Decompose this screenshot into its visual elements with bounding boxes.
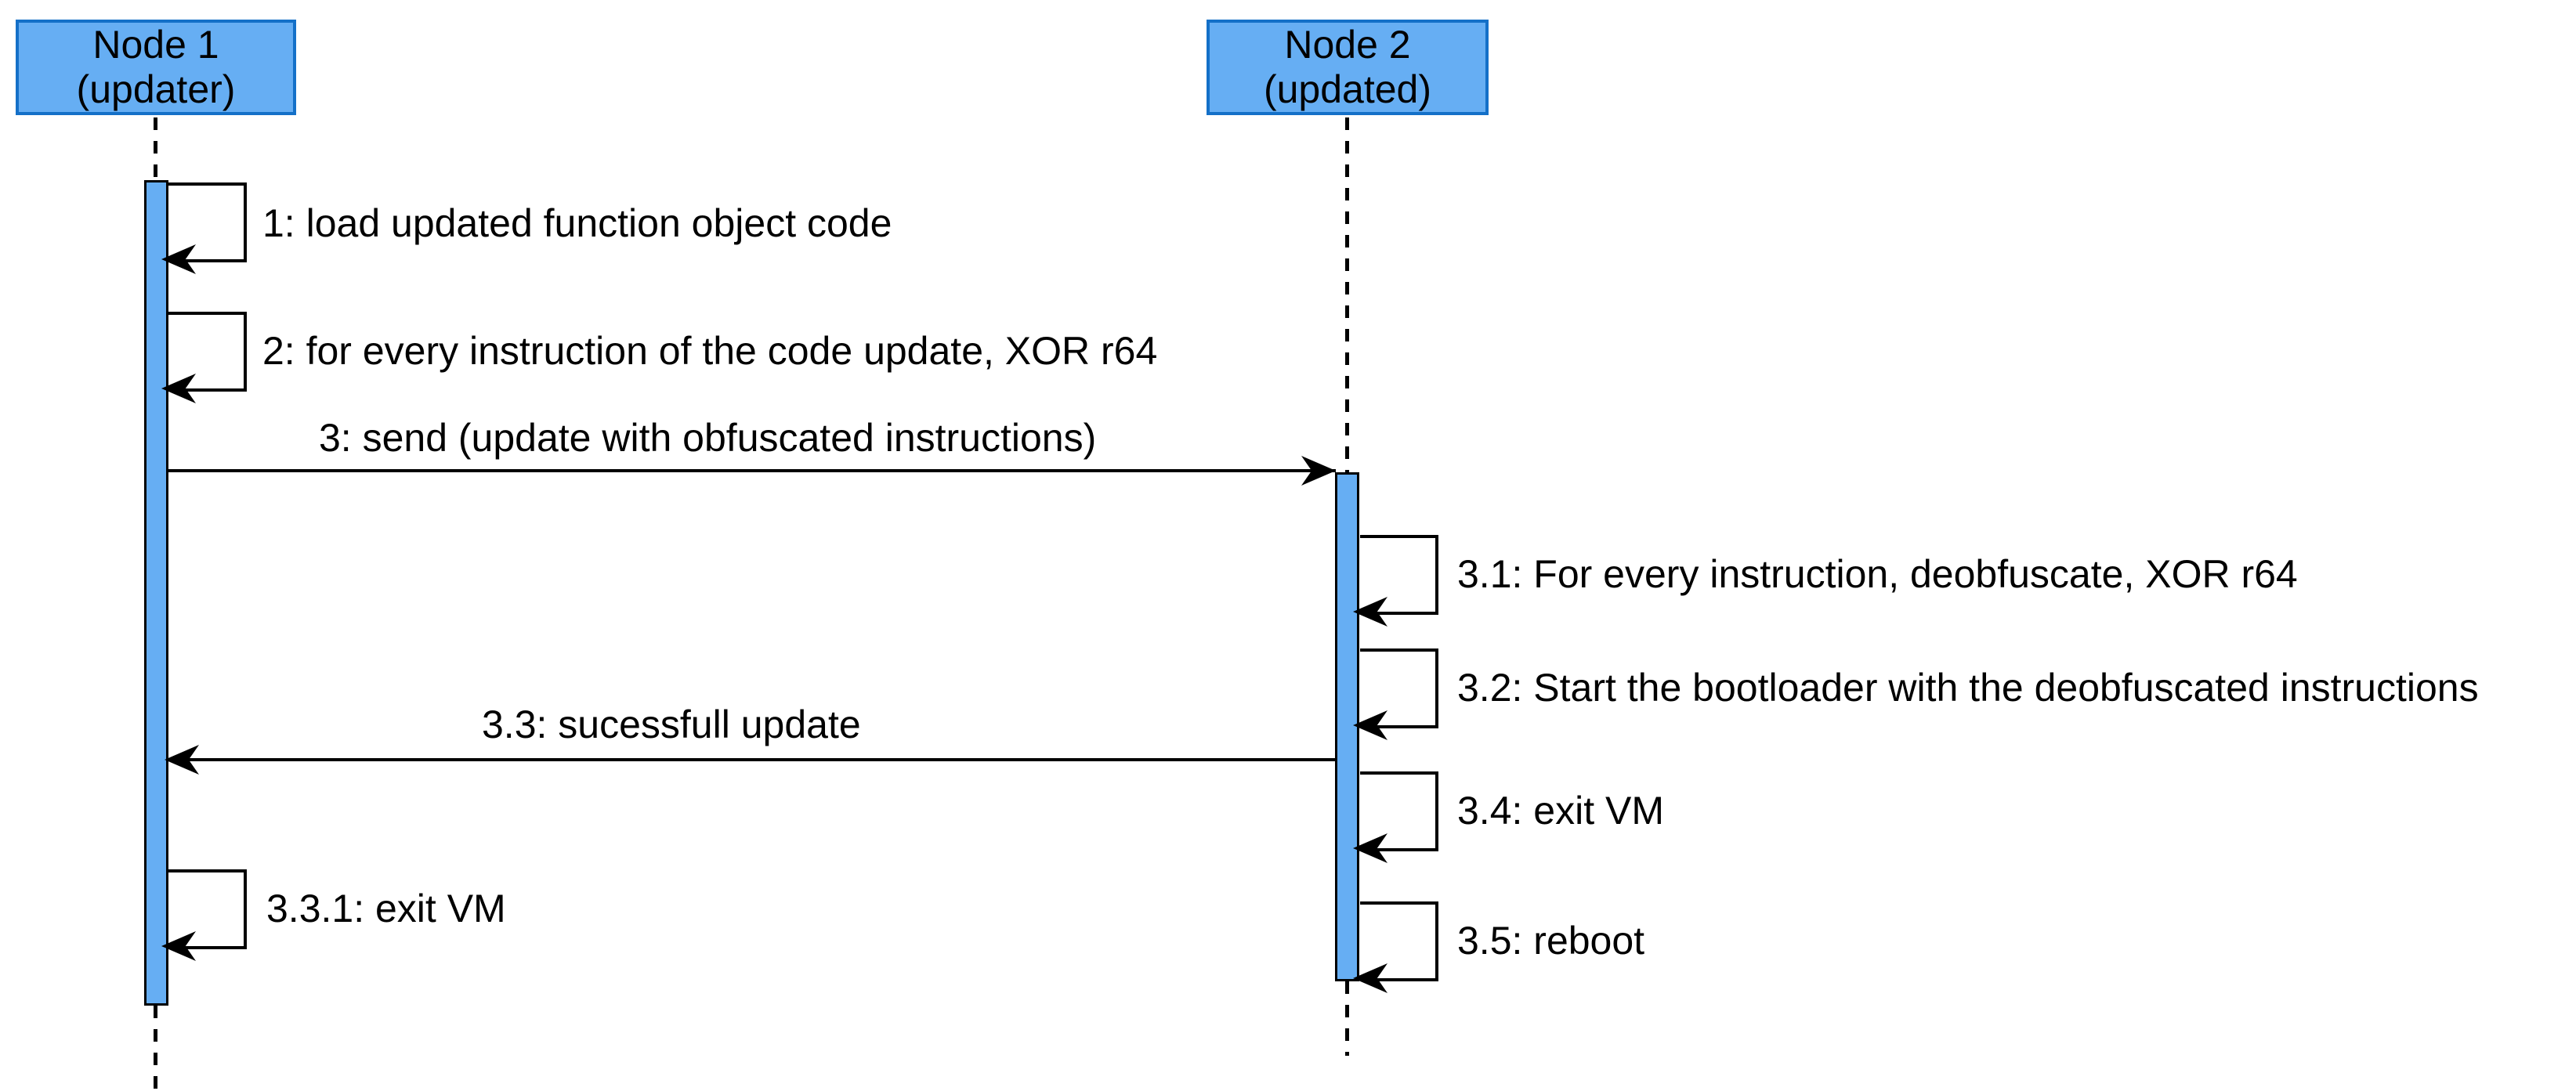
self-message-loop-3-3-1 <box>168 869 247 949</box>
actor-title: Node 1 <box>92 23 219 67</box>
actor-subtitle: (updater) <box>76 67 236 111</box>
actor-title: Node 2 <box>1284 23 1411 67</box>
message-3-4-label: 3.4: exit VM <box>1457 789 1664 833</box>
self-message-loop-1 <box>168 182 247 262</box>
lifeline-node2-upper <box>1345 117 1349 472</box>
lifeline-node1-upper <box>154 117 157 180</box>
message-2-label: 2: for every instruction of the code upd… <box>262 329 1158 373</box>
self-message-loop-3-2 <box>1360 648 1438 728</box>
activation-bar-node2 <box>1335 472 1359 981</box>
message-3-label: 3: send (update with obfuscated instruct… <box>319 416 1097 460</box>
message-3-line <box>168 469 1336 472</box>
activation-bar-node1 <box>144 180 168 1006</box>
self-message-loop-3-5 <box>1360 901 1438 981</box>
message-3-3-1-label: 3.3.1: exit VM <box>266 887 506 930</box>
actor-subtitle: (updated) <box>1263 67 1432 111</box>
self-message-loop-3-1 <box>1360 535 1438 615</box>
message-3-3-line <box>168 758 1336 761</box>
lifeline-node1-lower <box>154 1006 157 1089</box>
message-3-2-label: 3.2: Start the bootloader with the deobf… <box>1457 666 2479 710</box>
message-3-3-label: 3.3: sucessfull update <box>482 703 861 746</box>
lifeline-node2-lower <box>1345 981 1349 1056</box>
message-3-1-label: 3.1: For every instruction, deobfuscate,… <box>1457 552 2298 596</box>
self-message-loop-2 <box>168 312 247 392</box>
message-3-5-label: 3.5: reboot <box>1457 919 1645 963</box>
message-1-label: 1: load updated function object code <box>262 201 892 245</box>
actor-box-node1: Node 1 (updater) <box>16 20 296 115</box>
self-message-loop-3-4 <box>1360 771 1438 851</box>
actor-box-node2: Node 2 (updated) <box>1207 20 1489 115</box>
